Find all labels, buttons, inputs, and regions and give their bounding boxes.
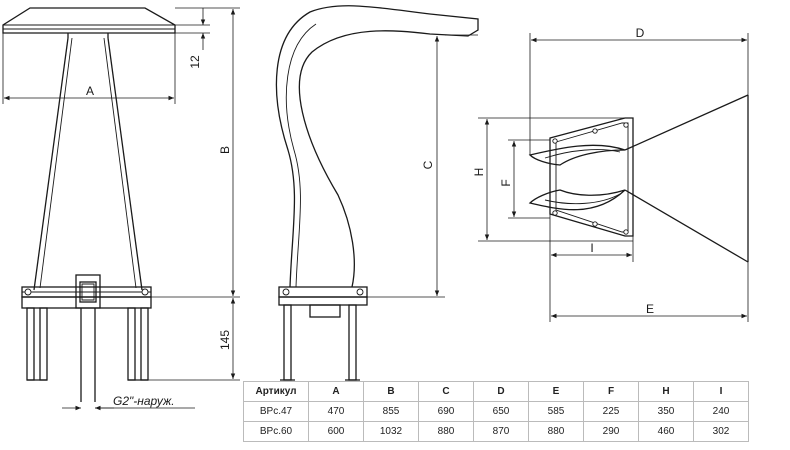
table-cell: 855 [363, 401, 419, 422]
label-i: I [590, 241, 593, 255]
spec-table: Артикул A B C D E F H I BPc.47 470 855 6… [243, 381, 749, 442]
label-thread: G2"-наруж. [113, 394, 175, 408]
dimension-d [529, 33, 749, 155]
side-view [275, 5, 479, 381]
dimension-e [549, 262, 749, 322]
table-cell: 290 [583, 421, 639, 442]
table-cell: 350 [638, 401, 694, 422]
header-i: I [693, 381, 749, 402]
table-row: BPc.60 600 1032 880 870 880 290 460 302 [243, 421, 749, 442]
header-article: Артикул [243, 381, 309, 402]
header-d: D [473, 381, 529, 402]
table-cell: 240 [693, 401, 749, 422]
table-cell: BPc.47 [243, 401, 309, 422]
header-h: H [638, 381, 694, 402]
front-view [2, 7, 176, 402]
label-h: H [472, 168, 486, 177]
header-b: B [363, 381, 419, 402]
dimension-a [2, 33, 176, 104]
table-cell: 225 [583, 401, 639, 422]
nozzle-view [528, 94, 749, 263]
dimension-h [478, 117, 633, 242]
dimension-b [151, 7, 240, 298]
label-c: C [421, 160, 435, 169]
table-cell: 650 [473, 401, 529, 422]
table-row: BPc.47 470 855 690 650 585 225 350 240 [243, 401, 749, 422]
header-f: F [583, 381, 639, 402]
header-e: E [528, 381, 584, 402]
table-cell: 470 [308, 401, 364, 422]
dimension-12 [175, 8, 210, 50]
table-cell: 870 [473, 421, 529, 442]
label-12: 12 [188, 55, 202, 69]
table-cell: 585 [528, 401, 584, 422]
label-a: A [86, 84, 94, 98]
dimension-f [508, 139, 550, 219]
table-cell: 880 [528, 421, 584, 442]
dimension-c [367, 34, 478, 298]
table-cell: 302 [693, 421, 749, 442]
label-b: B [218, 146, 232, 154]
table-cell: 460 [638, 421, 694, 442]
table-cell: 600 [308, 421, 364, 442]
table-cell: 690 [418, 401, 474, 422]
label-f: F [499, 179, 513, 186]
table-cell: BPc.60 [243, 421, 309, 442]
header-c: C [418, 381, 474, 402]
table-cell: 880 [418, 421, 474, 442]
header-a: A [308, 381, 364, 402]
dimension-i [549, 214, 634, 262]
label-e: E [646, 302, 654, 316]
table-cell: 1032 [363, 421, 419, 442]
dimension-145 [148, 298, 240, 381]
label-145: 145 [218, 330, 232, 350]
label-d: D [636, 26, 645, 40]
table-header-row: Артикул A B C D E F H I [243, 381, 749, 402]
